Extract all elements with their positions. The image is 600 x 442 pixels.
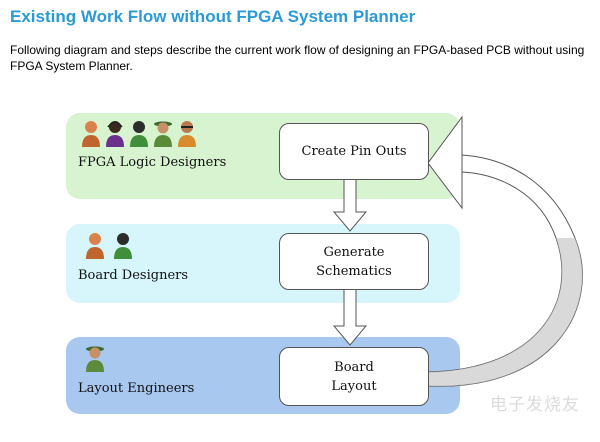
person-glasses-icon bbox=[178, 121, 196, 147]
page-title: Existing Work Flow without FPGA System P… bbox=[10, 7, 416, 26]
lane-label-layout-engineers: Layout Engineers bbox=[78, 381, 195, 396]
person-hat-icon bbox=[154, 121, 172, 147]
person-orange-icon bbox=[86, 233, 104, 259]
person-headset-icon bbox=[106, 121, 124, 147]
page-description: Following diagram and steps describe the… bbox=[10, 43, 585, 73]
person-green-icon bbox=[114, 233, 132, 259]
step-board-layout: Board Layout bbox=[279, 347, 429, 406]
lane-label-board-designers: Board Designers bbox=[78, 268, 189, 283]
person-orange-icon bbox=[82, 121, 100, 147]
step-generate-schematics: Generate Schematics bbox=[279, 233, 429, 290]
down-arrow-1 bbox=[332, 177, 368, 232]
down-arrow-2 bbox=[332, 287, 368, 346]
person-hat-icon bbox=[86, 346, 104, 372]
lane-label-fpga-logic-designers: FPGA Logic Designers bbox=[78, 155, 227, 170]
return-arrow-head bbox=[427, 115, 463, 210]
step-create-pin-outs: Create Pin Outs bbox=[279, 123, 429, 180]
person-green-icon bbox=[130, 121, 148, 147]
watermark: 电子发烧友 bbox=[490, 395, 580, 415]
return-arrow-curve-shadow bbox=[427, 238, 583, 387]
